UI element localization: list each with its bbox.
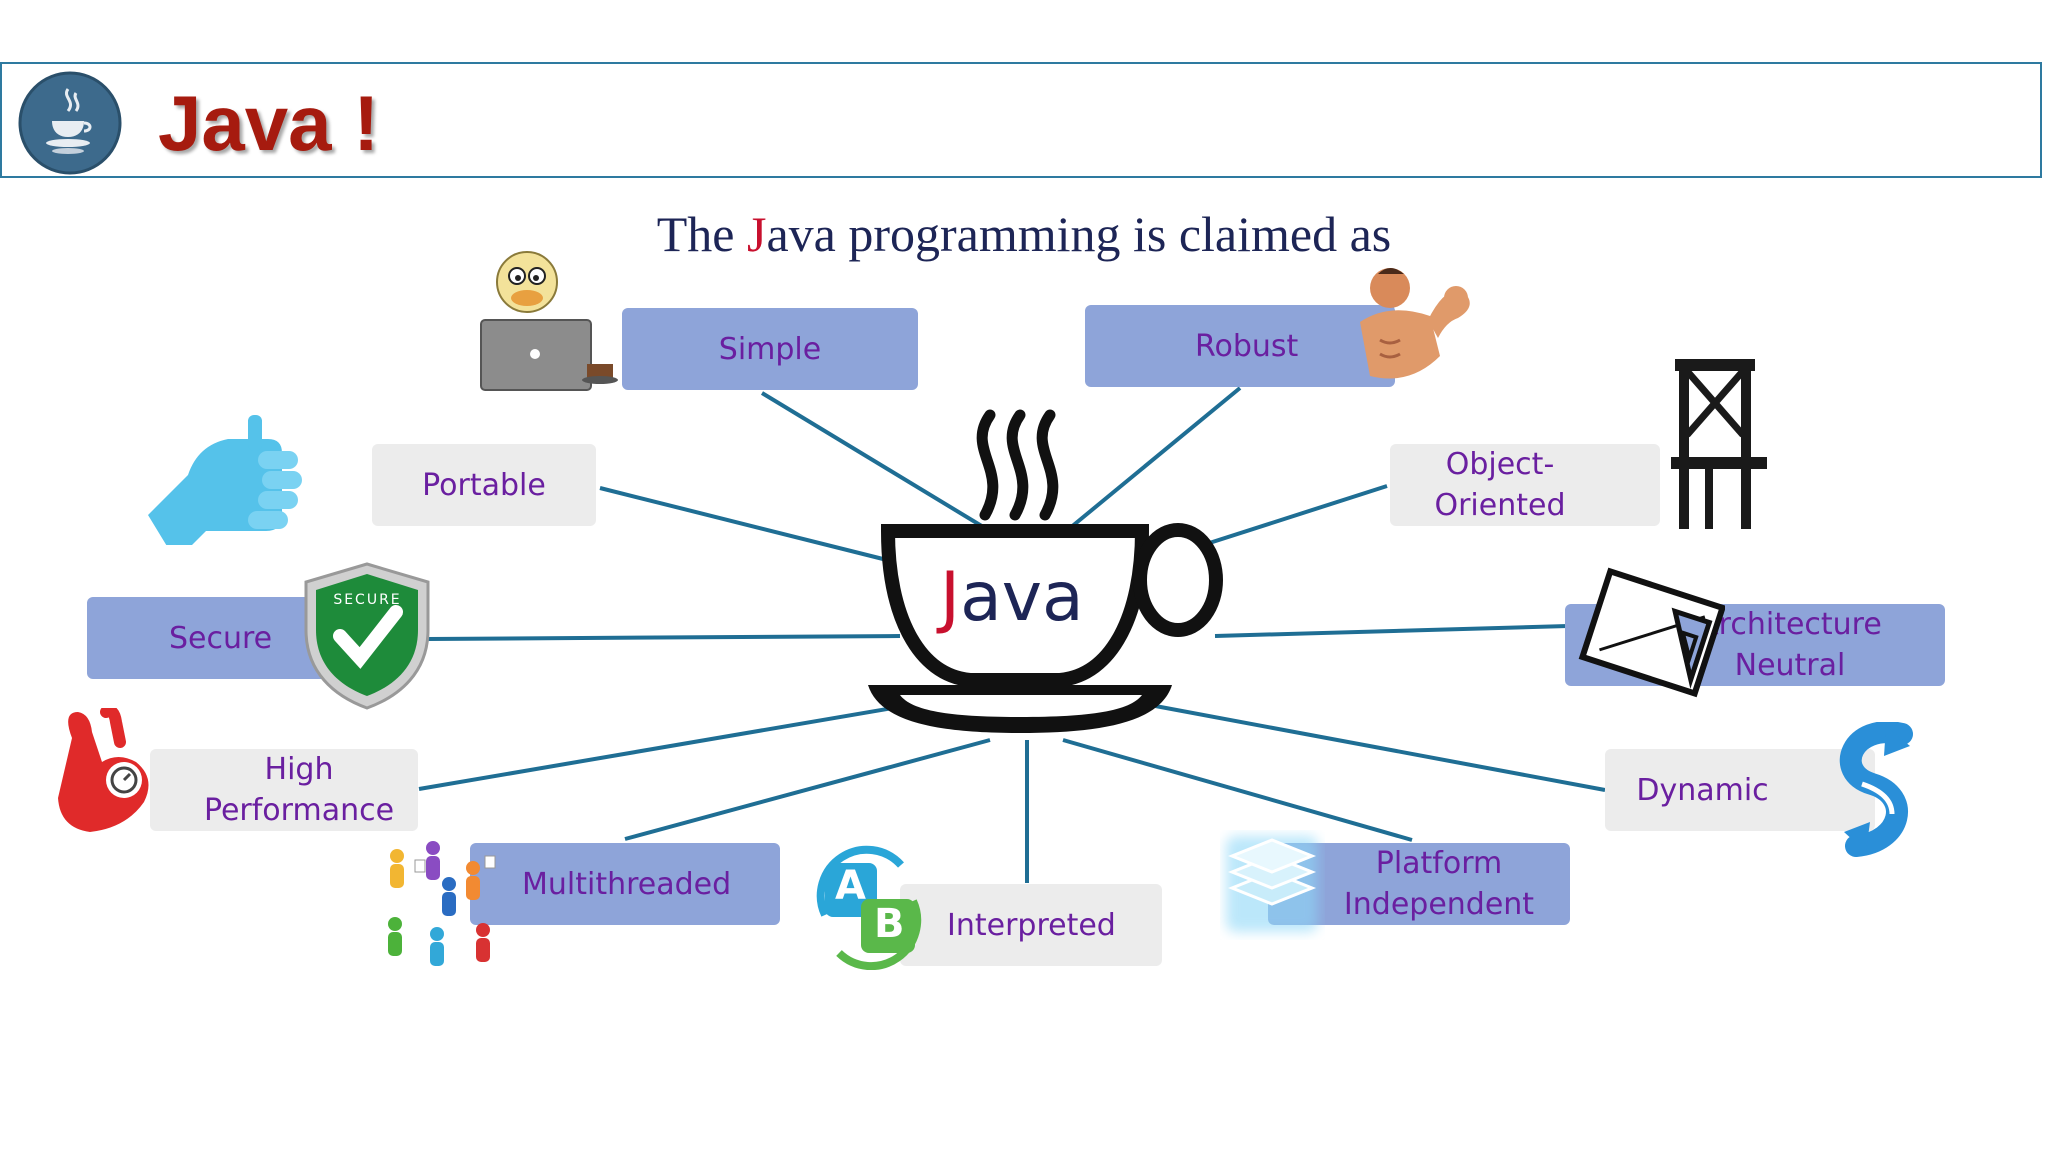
feature-simple-label: Simple [718, 331, 822, 367]
feature-high-performance-line2: Performance [203, 793, 395, 828]
feature-object-oriented-line1: Object- [1445, 447, 1555, 482]
feature-interpreted: Interpreted [900, 884, 1162, 966]
feature-portable-label: Portable [422, 467, 546, 503]
ab-icon-b: B [874, 901, 905, 947]
team-people-icon [388, 841, 496, 966]
title-bar: Java ! [0, 62, 2042, 178]
connector-high-performance [418, 706, 894, 791]
fist-icon [148, 415, 302, 545]
ab-icon-a: A [835, 863, 866, 909]
feature-multithreaded-label: Multithreaded [522, 866, 732, 902]
page-title: Java ! [158, 79, 380, 167]
feature-object-oriented: Object- Oriented [1390, 444, 1660, 526]
feature-architecture-neutral-line2: Neutral [1734, 648, 1846, 683]
set-square-icon [1578, 567, 1725, 698]
feature-robust: Robust [1085, 305, 1395, 387]
feature-platform-independent-line2: Independent [1343, 887, 1535, 922]
connector-platform [1062, 738, 1413, 842]
feature-object-oriented-line2: Oriented [1434, 488, 1566, 523]
feature-secure: Secure [87, 597, 345, 679]
connector-object-oriented [1199, 484, 1388, 548]
ab-swap-icon: A B [805, 845, 935, 971]
subtitle-rest: ava programming is claimed as [766, 206, 1392, 262]
feature-multithreaded: Multithreaded [470, 843, 780, 925]
cup-label-j: J [940, 558, 961, 637]
feature-high-performance: High Performance [150, 749, 418, 831]
subtitle-prefix: The [656, 206, 747, 262]
circular-arrows-icon [816, 845, 922, 971]
cup-label: Java [940, 558, 1084, 637]
feature-dynamic-label: Dynamic [1636, 772, 1769, 808]
feature-dynamic: Dynamic [1605, 749, 1875, 831]
duck-laptop-icon [480, 251, 618, 391]
feature-high-performance-line1: High [264, 752, 334, 787]
connector-secure [427, 634, 901, 641]
connector-architecture [1214, 624, 1569, 638]
secure-shield-icon: SECURE [300, 560, 435, 710]
feature-portable: Portable [372, 444, 596, 526]
layers-icon [1226, 836, 1318, 932]
feature-architecture-neutral-line1: Architecture [1698, 607, 1882, 642]
feature-platform-independent-line1: Platform [1375, 846, 1503, 881]
feature-platform-independent: Platform Independent [1268, 843, 1570, 925]
coffee-cup-icon [868, 409, 1223, 733]
page-subtitle: The Java programming is claimed as [0, 205, 2048, 263]
cup-label-rest: ava [960, 558, 1084, 637]
java-cup-logo-icon [18, 71, 122, 175]
shield-icon [304, 562, 430, 710]
connector-simple [760, 391, 987, 530]
feature-simple: Simple [622, 308, 918, 390]
feature-robust-label: Robust [1195, 328, 1299, 364]
chair-icon [1671, 359, 1767, 529]
feature-secure-label: Secure [169, 620, 273, 656]
connector-robust [1068, 386, 1242, 530]
connector-dynamic [1149, 703, 1606, 792]
ok-hand-icon [58, 708, 149, 832]
secure-badge-text: SECURE [333, 592, 402, 608]
feature-interpreted-label: Interpreted [947, 907, 1116, 943]
connector-portable [599, 486, 888, 562]
refresh-arrows-icon [1839, 722, 1913, 857]
subtitle-j: J [746, 206, 767, 262]
muscle-man-icon [1360, 268, 1470, 379]
connector-multithreaded [624, 738, 991, 841]
